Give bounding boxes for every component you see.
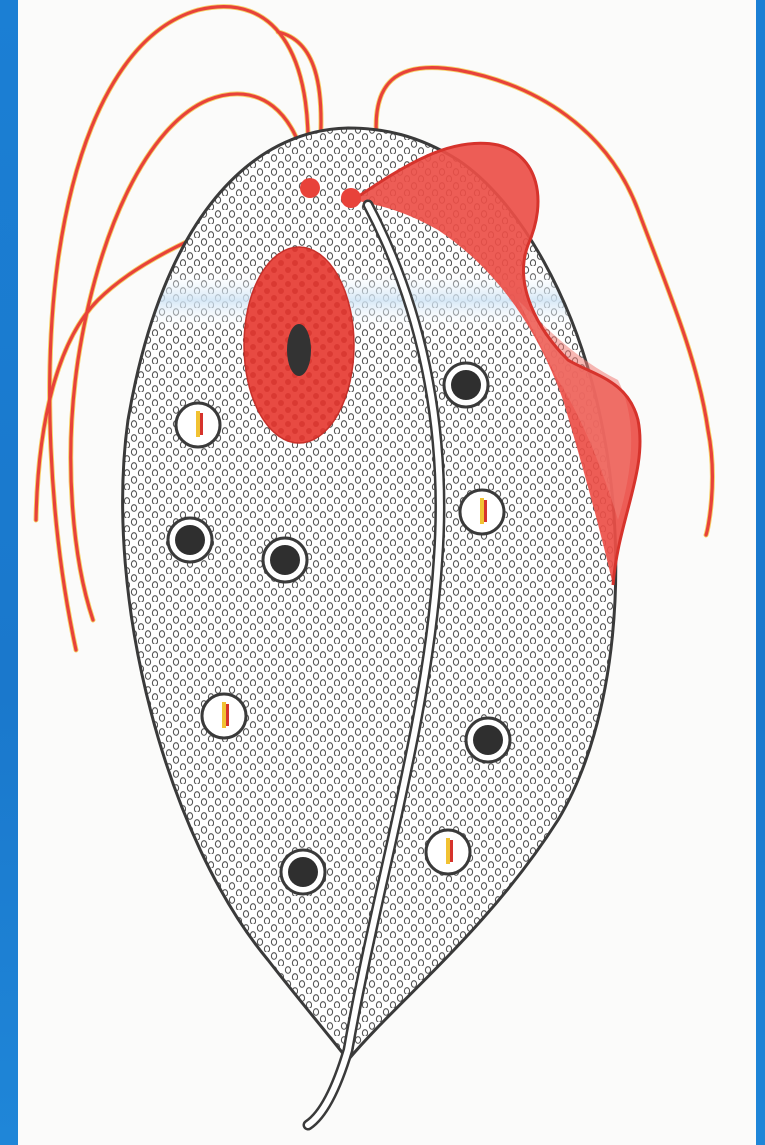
nucleus bbox=[244, 247, 354, 443]
protozoan-illustration bbox=[18, 0, 756, 1145]
illustration-panel bbox=[18, 0, 756, 1145]
nucleolus bbox=[287, 324, 311, 376]
